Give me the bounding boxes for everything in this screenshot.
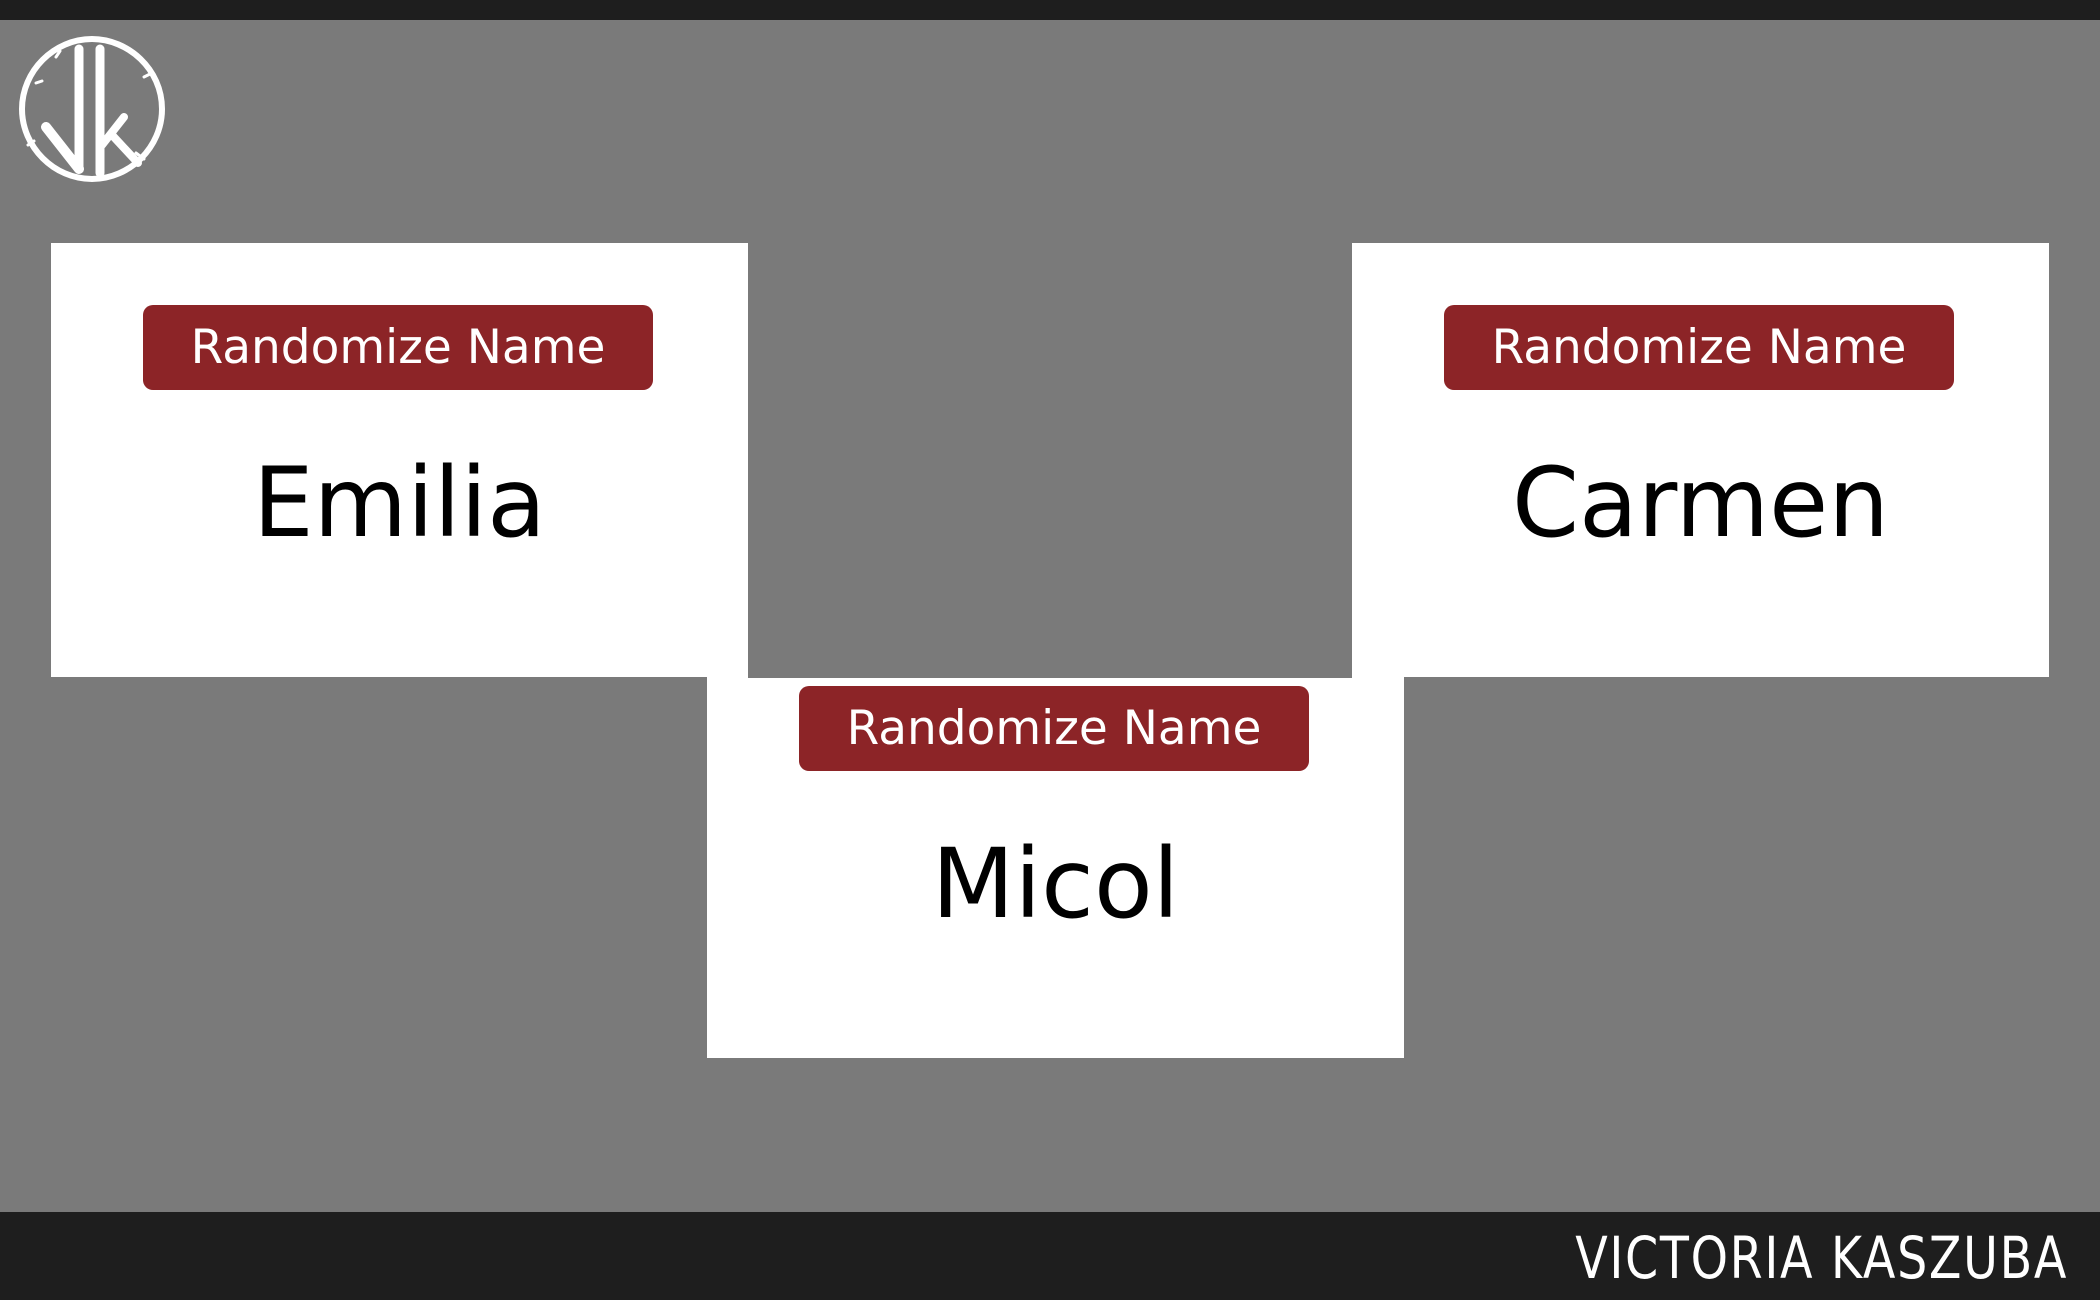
name-card-micol: Randomize Name Micol [707, 624, 1404, 1058]
random-name: Emilia [252, 447, 546, 559]
footer-bar: VICTORIA KASZUBA [0, 1212, 2100, 1300]
vk-monogram-logo [16, 33, 168, 185]
top-bar [0, 0, 2100, 20]
random-name: Micol [931, 828, 1180, 940]
name-card-carmen: Randomize Name Carmen [1352, 243, 2049, 677]
vk-logo-icon [19, 36, 165, 182]
random-name: Carmen [1511, 447, 1890, 559]
randomize-name-button[interactable]: Randomize Name [1444, 305, 1954, 390]
randomize-name-button[interactable]: Randomize Name [143, 305, 653, 390]
card-gap [748, 624, 1352, 678]
name-card-emilia: Randomize Name Emilia [51, 243, 748, 677]
randomize-name-button[interactable]: Randomize Name [799, 686, 1309, 771]
author-name: VICTORIA KASZUBA [1575, 1224, 2068, 1292]
